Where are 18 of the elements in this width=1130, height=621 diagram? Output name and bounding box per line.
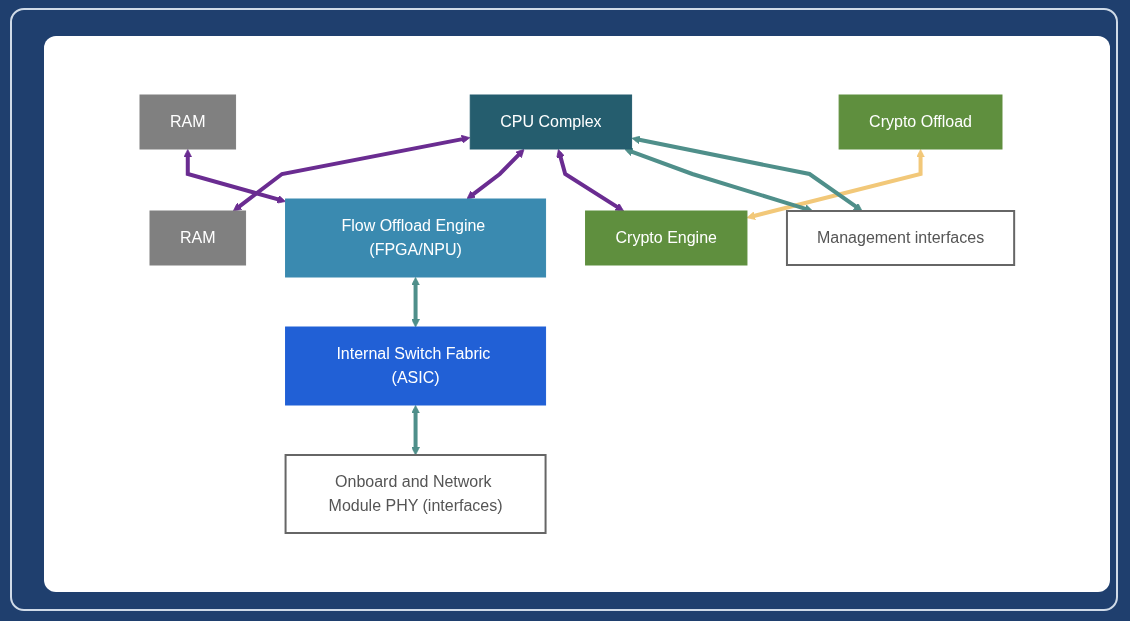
arrow	[631, 135, 863, 212]
arrow	[556, 149, 624, 212]
node-box: Internal Switch Fabric (ASIC)	[285, 326, 546, 406]
arrow	[411, 277, 420, 328]
node-box: Crypto Engine	[585, 210, 748, 266]
arrow	[624, 147, 814, 213]
node-box: Flow Offload Engine (FPGA/NPU)	[285, 198, 546, 278]
node-box: RAM	[139, 94, 236, 150]
node-box: Management interfaces	[785, 210, 1016, 266]
node-box: CPU Complex	[469, 94, 632, 150]
arrow	[746, 149, 925, 220]
arrow	[411, 405, 420, 456]
arrow	[232, 134, 471, 212]
node-box: RAM	[149, 210, 246, 266]
node-box: Onboard and Network Module PHY (interfaces)	[284, 454, 547, 534]
node-box: Crypto Offload	[838, 94, 1003, 150]
arrow	[183, 149, 286, 204]
arrow	[466, 148, 525, 200]
